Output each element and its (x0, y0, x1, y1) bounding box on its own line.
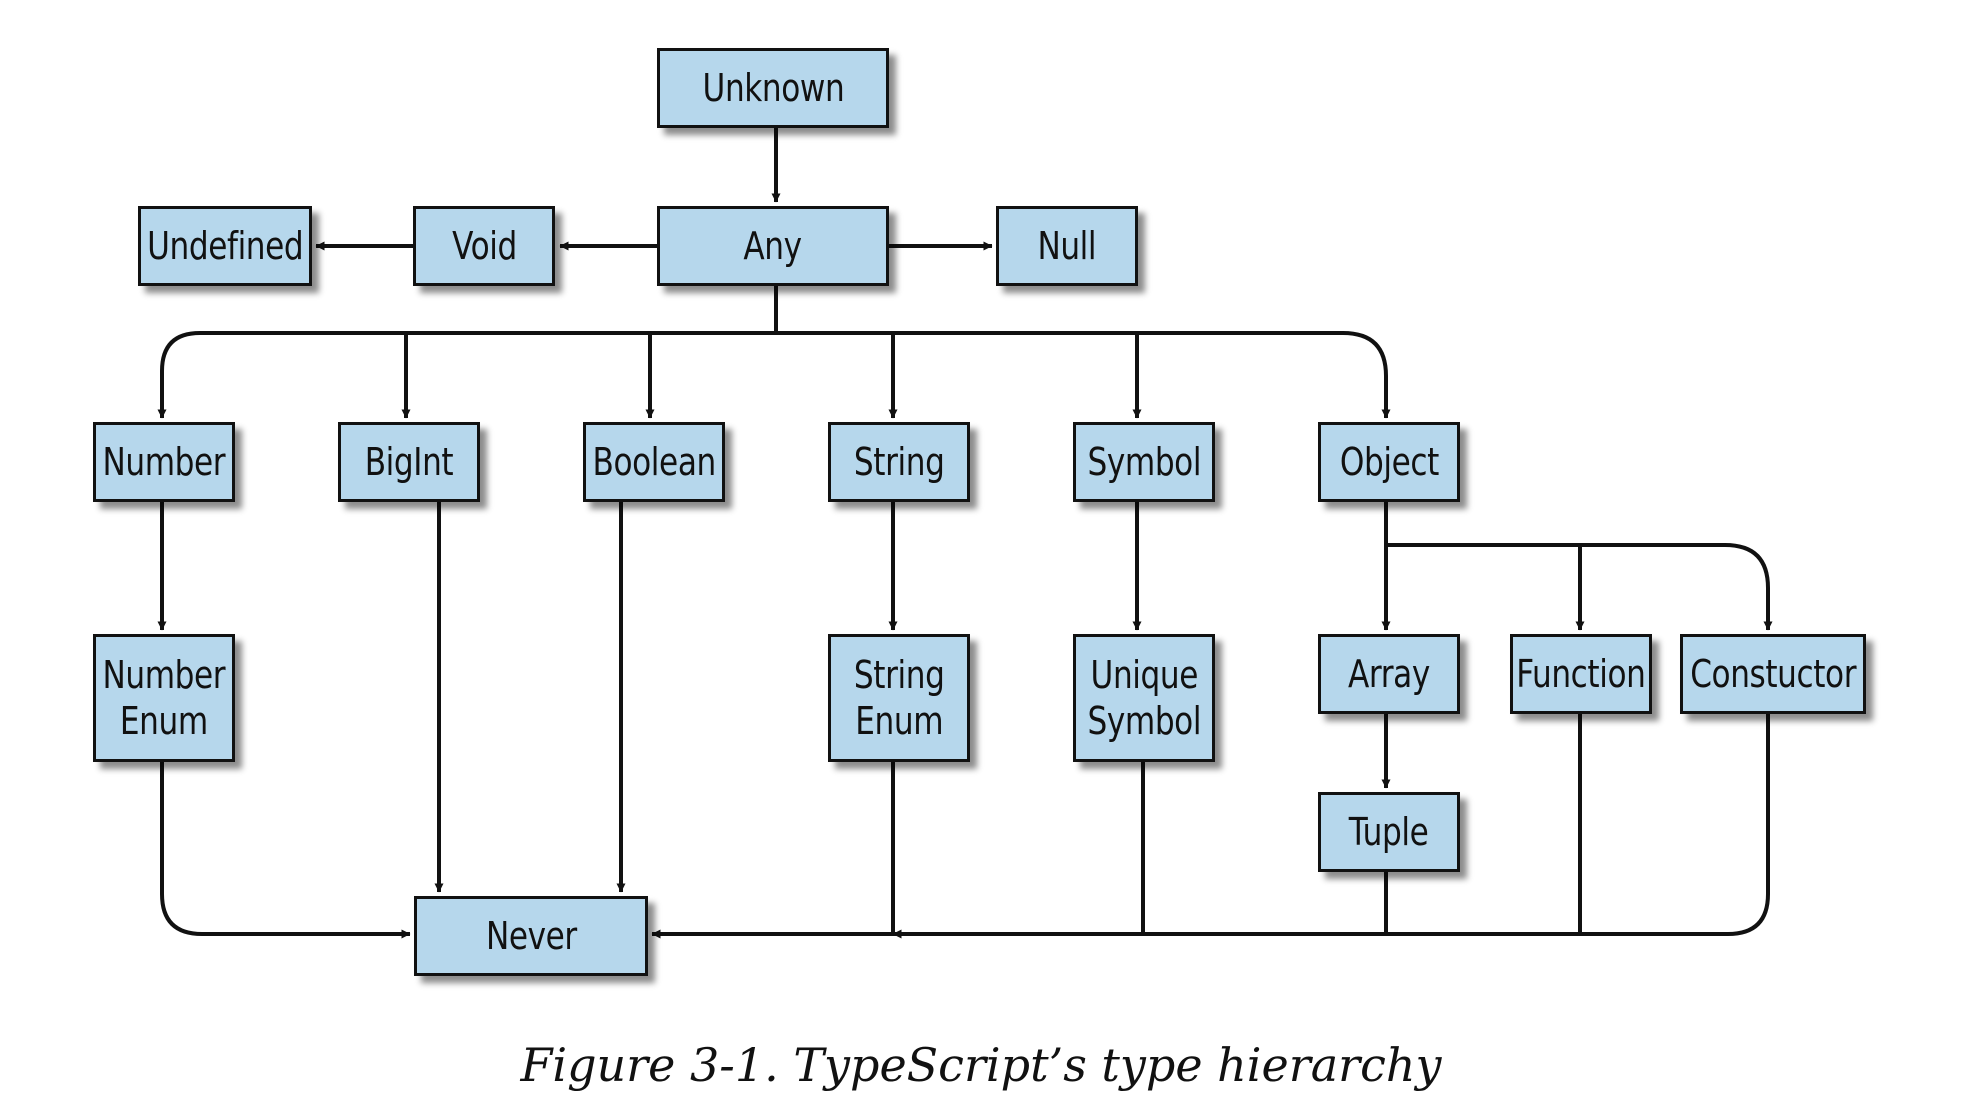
node-null-label: Null (1037, 224, 1097, 268)
node-number-label: Number (102, 440, 226, 484)
node-tuple: Tuple (1318, 792, 1460, 872)
node-bigint: BigInt (338, 422, 480, 502)
edge-any-to-number (157, 286, 778, 419)
node-any-label: Any (743, 224, 803, 268)
node-undefined: Undefined (138, 206, 312, 286)
node-unknown-label: Unknown (702, 66, 844, 110)
node-number: Number (93, 422, 235, 502)
node-symbol: Symbol (1073, 422, 1215, 502)
node-object: Object (1318, 422, 1460, 502)
node-never-label: Never (485, 914, 577, 958)
node-array: Array (1318, 634, 1460, 714)
node-tuple-label: Tuple (1349, 810, 1429, 854)
node-array-label: Array (1348, 652, 1430, 696)
node-any: Any (657, 206, 889, 286)
node-string: String (828, 422, 970, 502)
node-boolean-label: Boolean (592, 440, 716, 484)
node-symbol-label: Symbol (1087, 440, 1201, 484)
edge-string-enum-to-never (651, 762, 895, 939)
node-void-label: Void (451, 224, 517, 268)
edge-constructor-to-never (892, 714, 1770, 939)
node-number-enum: Number Enum (93, 634, 235, 762)
node-string-enum-label: String Enum (853, 653, 945, 743)
edge-any-to-object (776, 331, 1391, 419)
edge-object-to-function (1386, 543, 1585, 631)
node-boolean: Boolean (583, 422, 725, 502)
node-unique-symbol-label: Unique Symbol (1087, 653, 1201, 743)
node-number-enum-label: Number Enum (102, 653, 226, 743)
node-string-enum: String Enum (828, 634, 970, 762)
edge-number-enum-to-never (160, 762, 411, 939)
node-unique-symbol: Unique Symbol (1073, 634, 1215, 762)
node-object-label: Object (1339, 440, 1439, 484)
node-constructor: Constuctor (1680, 634, 1866, 714)
node-function: Function (1510, 634, 1652, 714)
figure-caption: Figure 3-1. TypeScript’s type hierarchy (520, 1038, 1442, 1092)
node-string-label: String (853, 440, 945, 484)
node-null: Null (996, 206, 1138, 286)
node-undefined-label: Undefined (146, 224, 304, 268)
node-never: Never (414, 896, 648, 976)
node-constructor-label: Constuctor (1690, 652, 1856, 696)
node-unknown: Unknown (657, 48, 889, 128)
edge-object-to-constructor (1580, 543, 1773, 631)
node-function-label: Function (1516, 652, 1646, 696)
node-bigint-label: BigInt (364, 440, 454, 484)
node-void: Void (413, 206, 555, 286)
